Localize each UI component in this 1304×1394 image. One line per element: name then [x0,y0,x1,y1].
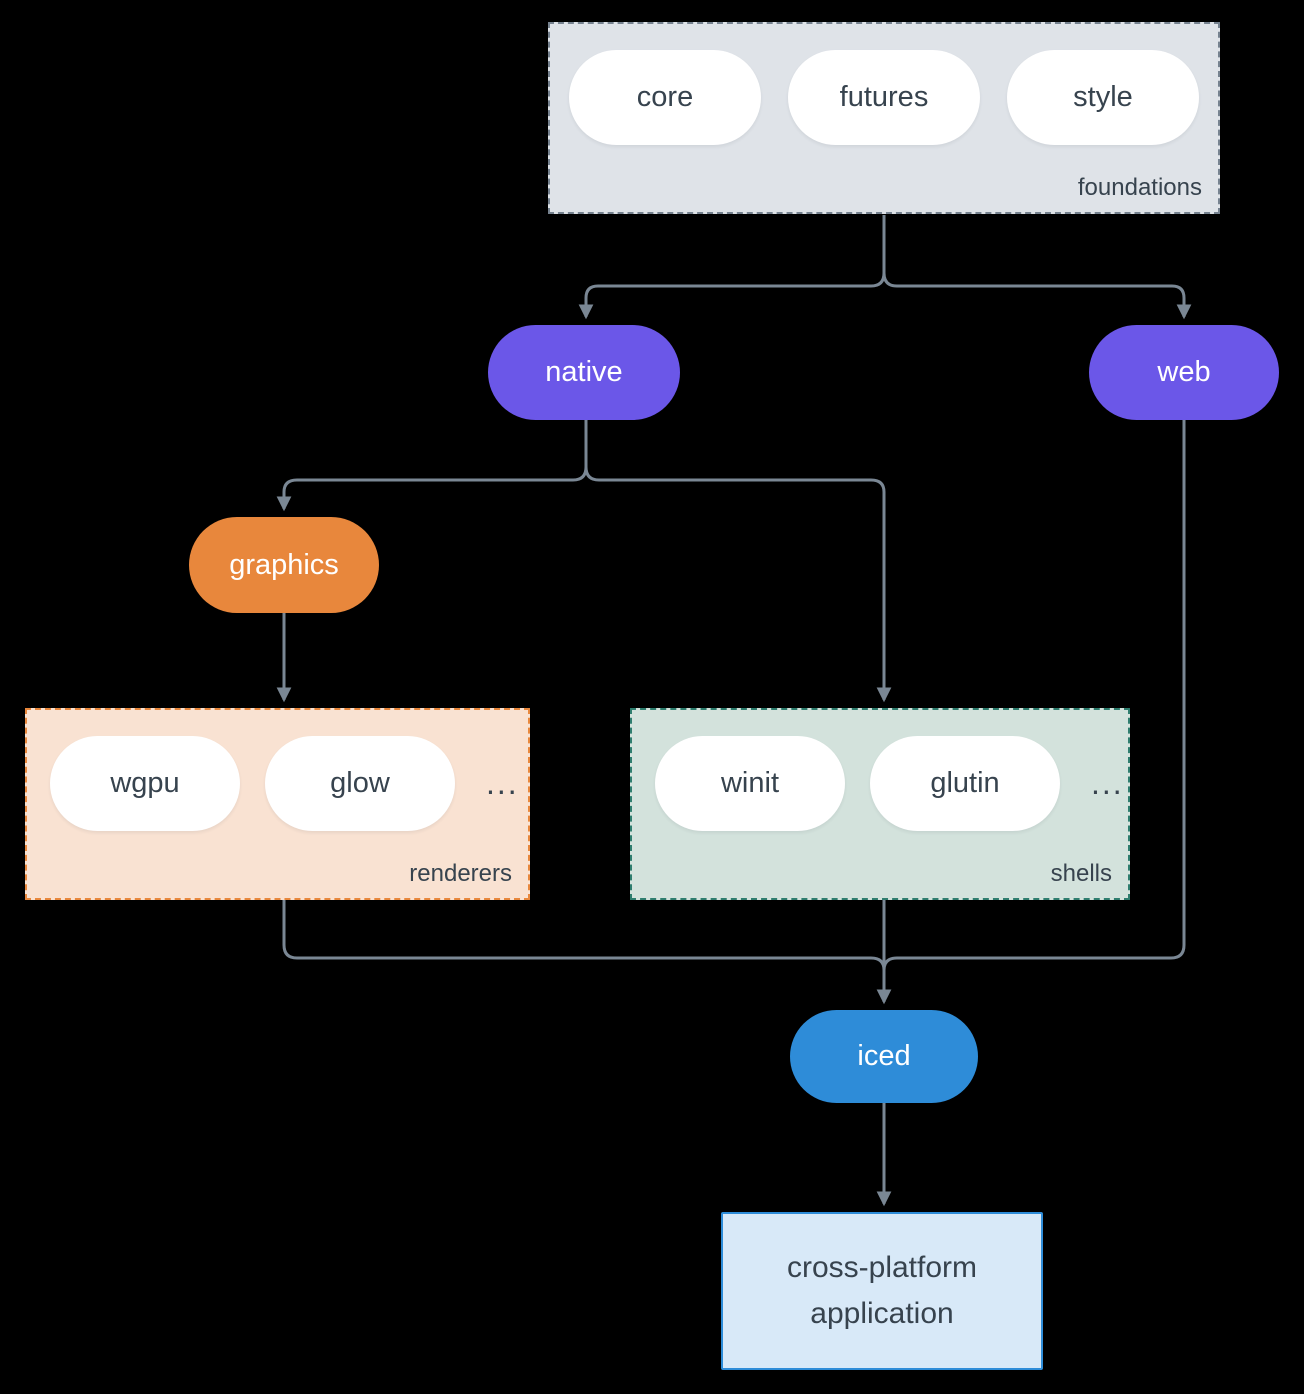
group-foundations: core futures style foundations [548,22,1220,214]
pill-futures: futures [788,50,980,145]
group-renderers: wgpu glow ... renderers [25,708,530,900]
shells-pill-row: winit glutin ... [632,710,1128,831]
edge-native-graphics [276,420,588,512]
node-web: web [1089,325,1279,420]
renderers-pill-row: wgpu glow ... [27,710,528,831]
edge-foundations-web [882,215,1192,320]
shells-ellipsis: ... [1091,765,1124,801]
edge-foundations-native [578,215,886,320]
foundations-pill-row: core futures style [550,24,1218,145]
pill-style: style [1007,50,1199,145]
application-label-line2: application [810,1297,954,1330]
node-native: native [488,325,680,420]
group-shells: winit glutin ... shells [630,708,1130,900]
application-label-line1: cross-platform [786,1250,978,1284]
edge-renderers-merge [282,900,886,971]
shells-label: shells [1050,860,1112,887]
pill-wgpu: wgpu [50,736,240,831]
renderers-ellipsis: ... [486,765,519,801]
renderers-label: renderers [409,860,512,887]
pill-winit: winit [655,736,845,831]
node-iced: iced [790,1010,978,1103]
node-graphics: graphics [189,517,379,613]
foundations-label: foundations [1077,174,1202,201]
pill-core: core [569,50,761,145]
node-cross-platform-application: cross-platform application [721,1212,1043,1370]
pill-glutin: glutin [870,736,1060,831]
pill-glow: glow [265,736,455,831]
edge-native-shells [584,420,892,703]
